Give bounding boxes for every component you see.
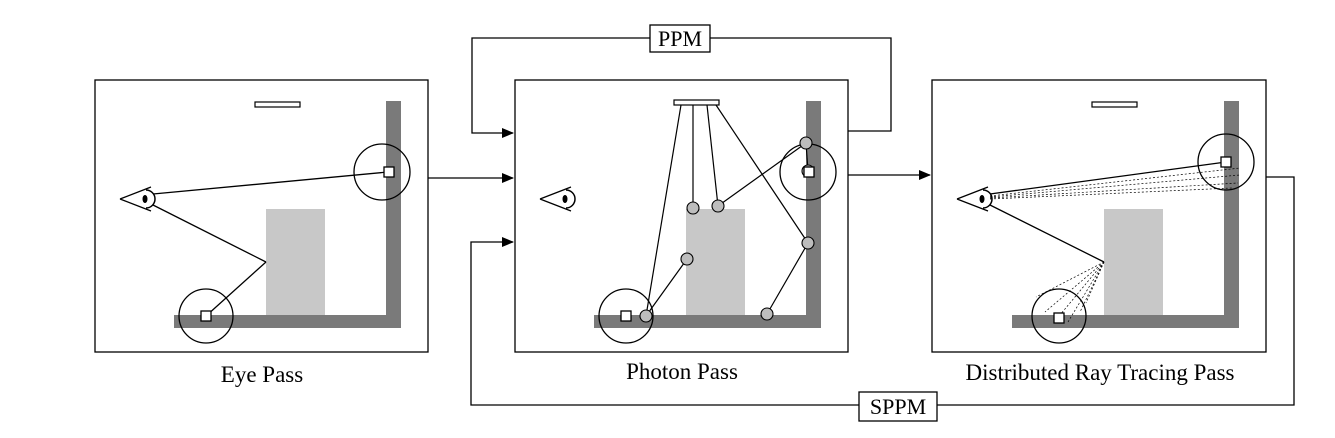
drt-pass-panel: Distributed Ray Tracing Pass — [931, 79, 1267, 385]
radius-circle — [1031, 288, 1087, 344]
light-source-icon — [673, 99, 720, 106]
light-source-icon — [1091, 101, 1138, 108]
radius-circle — [1197, 133, 1255, 191]
sppm-label: SPPM — [870, 394, 926, 419]
box-object — [1104, 209, 1163, 315]
light-source-icon — [254, 101, 301, 108]
eye-ray — [205, 261, 267, 317]
hit-point — [200, 310, 212, 322]
hit-point — [1053, 312, 1065, 324]
floor — [1012, 315, 1239, 328]
eye-ray — [989, 161, 1227, 195]
photon-dot — [686, 201, 700, 215]
hit-point — [803, 166, 815, 178]
ppm-loop: PPM — [471, 24, 892, 138]
eye-pass-frame — [94, 79, 429, 353]
eye-ray — [152, 171, 389, 195]
photon-dot — [799, 136, 813, 150]
wall-right — [806, 101, 821, 328]
eye-pass-caption: Eye Pass — [221, 362, 303, 387]
ppm-label-box — [649, 24, 711, 53]
photon-pass-panel: Photon Pass — [514, 79, 849, 384]
eye-pass-panel: Eye Pass — [94, 79, 429, 387]
box-object — [686, 209, 745, 315]
distributed-rays — [989, 167, 1241, 323]
sppm-loop: SPPM — [470, 176, 1295, 422]
hit-point — [1220, 156, 1232, 168]
eye-icon — [539, 186, 576, 212]
floor — [174, 315, 401, 328]
photon-pass-frame — [514, 79, 849, 353]
eye-ray — [989, 204, 1105, 263]
eye-ray — [152, 204, 267, 263]
photon-dot — [639, 309, 653, 323]
photon-dot — [711, 199, 725, 213]
radius-circle — [178, 288, 234, 344]
hit-point — [620, 310, 632, 322]
radius-circle — [598, 288, 654, 344]
photon-dot — [801, 236, 815, 250]
photon-pass-caption: Photon Pass — [626, 359, 738, 384]
sppm-label-box — [858, 391, 938, 422]
box-object — [266, 209, 325, 315]
hit-point — [383, 166, 395, 178]
eye-icon — [119, 186, 156, 212]
ppm-label: PPM — [658, 26, 702, 51]
wall-right — [386, 101, 401, 328]
drt-pass-caption: Distributed Ray Tracing Pass — [966, 360, 1235, 385]
photon-dot — [760, 307, 774, 321]
drt-pass-frame — [931, 79, 1267, 353]
radius-circle — [353, 143, 411, 201]
photon-dot — [680, 252, 694, 266]
